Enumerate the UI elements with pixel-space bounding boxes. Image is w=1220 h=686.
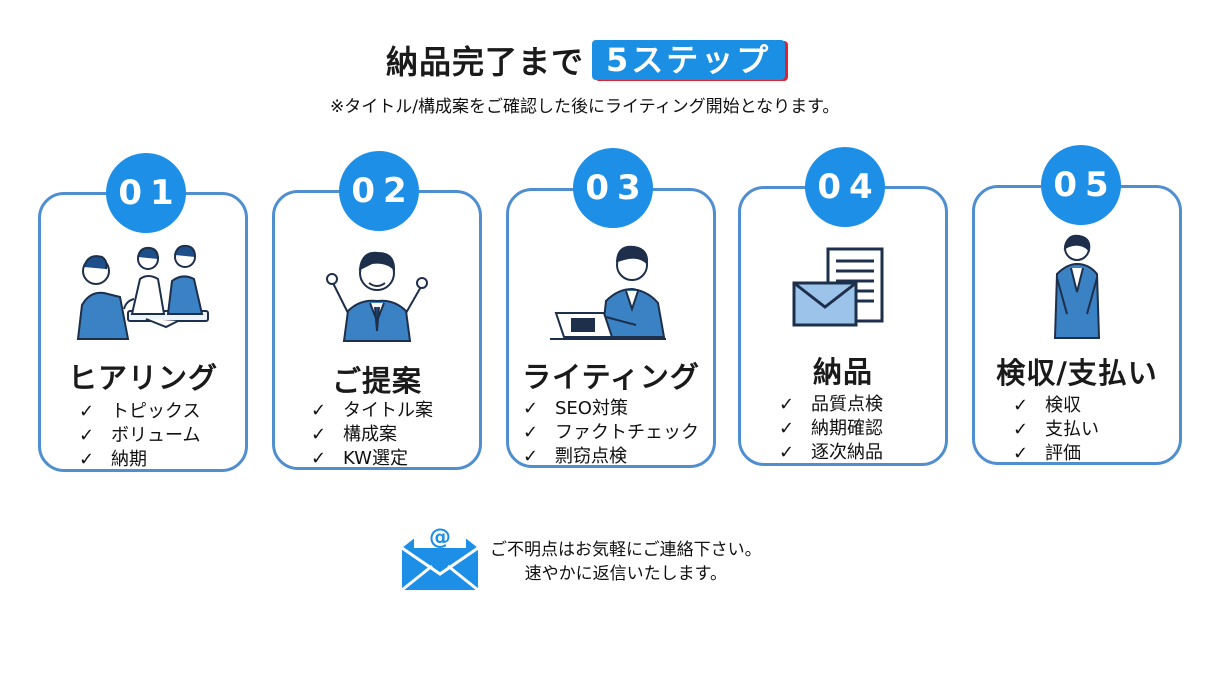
step-number-1: 01	[106, 153, 186, 233]
list-item: ✓逐次納品	[779, 442, 883, 463]
check-icon: ✓	[79, 401, 95, 422]
list-item: ✓ファクトチェック	[523, 422, 699, 443]
step-card-3: ライティング ✓SEO対策 ✓ファクトチェック ✓剽窃点検	[506, 188, 716, 468]
check-icon: ✓	[311, 424, 327, 445]
list-item: ✓タイトル案	[311, 400, 433, 421]
list-item: ✓ボリューム	[79, 425, 201, 446]
writer-laptop-illustration-icon	[509, 237, 713, 347]
check-icon: ✓	[779, 418, 795, 439]
document-mail-illustration-icon	[741, 247, 945, 337]
steps-badge: 5ステップ	[592, 40, 786, 80]
step-title: ライティング	[522, 360, 700, 394]
list-item: ✓支払い	[1013, 419, 1099, 440]
check-icon: ✓	[311, 448, 327, 469]
step-card-4: 納品 ✓品質点検 ✓納期確認 ✓逐次納品	[738, 186, 948, 466]
list-item: ✓構成案	[311, 424, 397, 445]
mail-at-icon: @	[400, 508, 480, 596]
step-title: 検収/支払い	[996, 356, 1158, 390]
step-card-1: ヒアリング ✓トピックス ✓ボリューム ✓納期	[38, 192, 248, 472]
step-number-2: 02	[339, 151, 419, 231]
list-item: ✓納期確認	[779, 418, 883, 439]
check-icon: ✓	[523, 398, 539, 419]
step-number-5: 05	[1041, 145, 1121, 225]
step-items: ✓タイトル案 ✓構成案 ✓KW選定	[311, 399, 433, 471]
step-items: ✓トピックス ✓ボリューム ✓納期	[79, 400, 200, 472]
list-item: ✓トピックス	[79, 401, 201, 422]
check-icon: ✓	[779, 394, 795, 415]
check-icon: ✓	[1013, 419, 1029, 440]
step-items: ✓品質点検 ✓納期確認 ✓逐次納品	[779, 393, 883, 465]
presenter-illustration-icon	[275, 241, 479, 351]
check-icon: ✓	[311, 400, 327, 421]
check-icon: ✓	[79, 425, 95, 446]
check-icon: ✓	[1013, 395, 1029, 416]
list-item: ✓検収	[1013, 395, 1081, 416]
list-item: ✓品質点検	[779, 394, 883, 415]
step-items: ✓SEO対策 ✓ファクトチェック ✓剽窃点検	[523, 397, 699, 469]
page-subtitle: ※タイトル/構成案をご確認した後にライティング開始となります。	[330, 97, 840, 117]
bowing-person-illustration-icon	[975, 234, 1179, 344]
check-icon: ✓	[523, 446, 539, 467]
step-items: ✓検収 ✓支払い ✓評価	[1013, 394, 1099, 466]
step-card-5: 検収/支払い ✓検収 ✓支払い ✓評価	[972, 185, 1182, 465]
step-card-2: ご提案 ✓タイトル案 ✓構成案 ✓KW選定	[272, 190, 482, 470]
step-title: ヒアリング	[67, 361, 218, 395]
list-item: ✓剽窃点検	[523, 446, 627, 467]
list-item: ✓SEO対策	[523, 398, 628, 419]
contact-line-1: ご不明点はお気軽にご連絡下さい。	[490, 540, 762, 560]
step-title: ご提案	[331, 364, 422, 398]
contact-message: ご不明点はお気軽にご連絡下さい。 速やかに返信いたします。	[490, 538, 762, 586]
list-item: ✓評価	[1013, 443, 1081, 464]
check-icon: ✓	[79, 449, 95, 470]
page-title: 納品完了まで	[386, 43, 585, 81]
check-icon: ✓	[779, 442, 795, 463]
check-icon: ✓	[1013, 443, 1029, 464]
svg-text:@: @	[429, 525, 451, 550]
list-item: ✓納期	[79, 449, 147, 470]
list-item: ✓KW選定	[311, 448, 408, 469]
contact-line-2: 速やかに返信いたします。	[524, 564, 727, 584]
meeting-illustration-icon	[41, 239, 245, 349]
step-number-3: 03	[573, 148, 653, 228]
header: 納品完了まで 5ステップ	[386, 38, 786, 82]
step-title: 納品	[812, 355, 873, 389]
step-number-4: 04	[805, 147, 885, 227]
check-icon: ✓	[523, 422, 539, 443]
